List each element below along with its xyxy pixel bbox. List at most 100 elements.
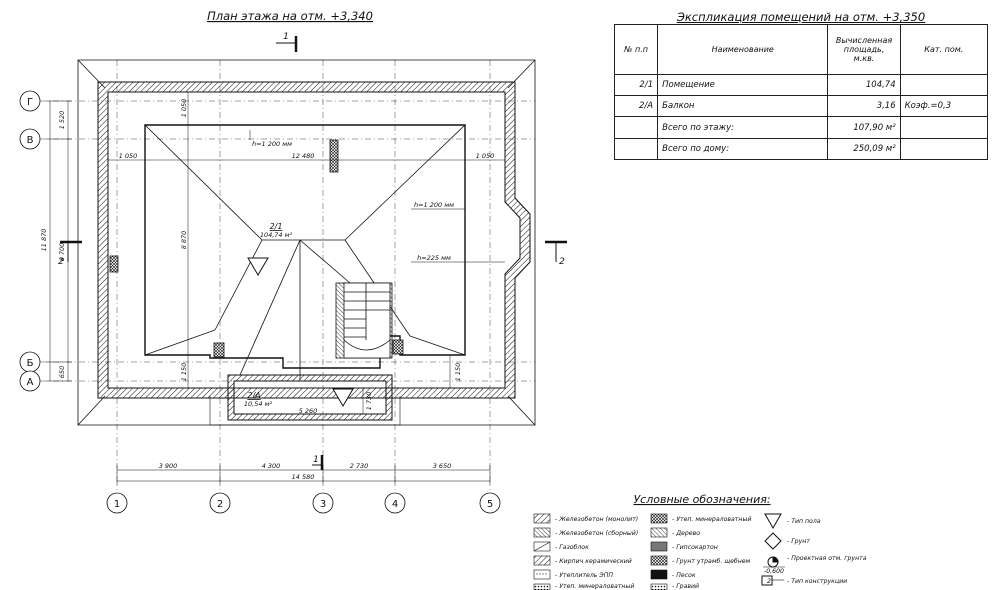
legend: Условные обозначения: - Железобетон (мон… xyxy=(533,493,867,590)
legend-title: Условные обозначения: xyxy=(633,493,770,506)
room-balcony-id: 2/А xyxy=(247,391,260,400)
dim-left-8700: 8 700 xyxy=(58,243,66,262)
table-row: Всего по этажу: 107,90 м² xyxy=(613,116,989,139)
section-mark-1-bottom: 1 xyxy=(313,455,319,465)
cell-cat xyxy=(899,73,989,97)
explication-header-cat: Кат. пом. xyxy=(899,24,989,75)
legend-c2-0: - Утеп. минераловатный xyxy=(672,516,751,523)
room-main-id: 2/1 xyxy=(270,222,283,231)
ridge-lines xyxy=(144,124,466,380)
dim-8870: 8 870 xyxy=(180,231,188,250)
vent-blocks xyxy=(109,139,404,358)
roof-outline xyxy=(77,59,536,426)
axis-label-a: А xyxy=(27,377,34,388)
cell-name: Помещение xyxy=(657,73,829,97)
dim-12480: 12 480 xyxy=(292,152,315,160)
cell-area: 3,16 xyxy=(827,95,901,118)
ground-icon xyxy=(764,532,782,550)
plan-title: План этажа на отм. +3,340 xyxy=(207,9,373,23)
cell-area: 104,74 xyxy=(827,73,901,97)
legend-col3-symbols xyxy=(761,513,785,586)
legend-col2-swatches xyxy=(650,513,668,590)
legend-c3-1: - Грунт xyxy=(787,538,810,545)
cell-num xyxy=(613,137,659,161)
interior-dim-labels: 1 050 12 480 1 050 1 050 8 870 1 150 1 1… xyxy=(119,99,495,415)
axis-label-5: 5 xyxy=(487,499,493,510)
table-row: 2/А Балкон 3,16 Коэф.=0,3 xyxy=(613,95,989,118)
floor-type-markers xyxy=(247,257,354,407)
dim-1050v: 1 050 xyxy=(180,99,188,118)
cell-name: Балкон xyxy=(657,95,829,118)
cell-name: Всего по этажу: xyxy=(657,116,829,139)
legend-c2-4: - Песок xyxy=(672,572,696,579)
legend-c2-5: - Гравий xyxy=(672,583,699,590)
dim-h225: h=225 мм xyxy=(417,254,451,262)
axis-label-1: 1 xyxy=(114,499,120,510)
legend-c3-3: - Тип конструкции xyxy=(787,578,847,585)
bottom-dim-labels: 3 900 4 300 2 730 3 650 14 580 xyxy=(159,462,452,481)
axis-label-v: В xyxy=(27,135,34,146)
axis-label-4: 4 xyxy=(392,499,398,510)
explication-title: Экспликация помещений на отм. +3,350 xyxy=(676,10,926,24)
legend-c2-3: - Грунт утрамб. щебнем xyxy=(672,557,751,565)
explication-header-row: № п.п Наименование Вычисленная площадь, … xyxy=(613,24,989,75)
legend-c1-1: - Железобетон (сборный) xyxy=(555,529,638,537)
explication-header-num: № п.п xyxy=(613,24,659,75)
dim-1050b: 1 050 xyxy=(476,152,495,160)
cell-num: 2/А xyxy=(613,95,659,118)
attic-outline xyxy=(144,124,466,369)
axis-label-2: 2 xyxy=(217,499,223,510)
floor-type-icon xyxy=(764,513,782,530)
dim-left-11870: 11 870 xyxy=(40,229,48,252)
axis-label-3: 3 xyxy=(320,499,326,510)
legend-c1-4: - Утеплитель ЭПП xyxy=(555,572,613,579)
legend-c3-0: - Тип пола xyxy=(787,518,821,525)
cell-num: 2/1 xyxy=(613,73,659,97)
cell-cat xyxy=(899,116,989,139)
cell-area: 250,09 м² xyxy=(827,137,901,161)
legend-c1-5: - Утеп. минераловатный xyxy=(555,583,634,590)
section-mark-1-top: 1 xyxy=(283,32,289,42)
dim-h1200b: h=1 200 мм xyxy=(414,201,454,209)
explication-header-area: Вычисленная площадь, м.кв. xyxy=(827,24,901,75)
dim-1730: 1 730 xyxy=(365,392,373,411)
section-marks xyxy=(60,36,567,470)
axis-bubbles-horizontal xyxy=(106,492,501,514)
dim-1050a: 1 050 xyxy=(119,152,138,160)
cell-cat: Коэф.=0,3 xyxy=(899,95,989,118)
dim-left-1520: 1 520 xyxy=(58,111,66,130)
dim-left-650: 650 xyxy=(58,366,66,378)
table-row: Всего по дому: 250,09 м² xyxy=(613,137,989,161)
staircase xyxy=(335,282,393,359)
axis-label-b: Б xyxy=(27,358,34,369)
axis-label-g: Г xyxy=(27,97,33,108)
section-mark-2-left: 2 xyxy=(58,257,64,267)
explication-header-name: Наименование xyxy=(657,24,829,75)
dim-1150a: 1 150 xyxy=(180,363,188,382)
legend-c2-2: - Гипсокартон xyxy=(672,544,718,551)
room-labels: 2/1 104,74 м² 2/А 10,54 м² xyxy=(244,222,293,408)
legend-c1-3: - Кирпич керамический xyxy=(555,558,632,565)
room-balcony-area: 10,54 м² xyxy=(244,400,273,408)
section-mark-2-right: 2 xyxy=(559,257,565,267)
bottom-dim-4: 3 650 xyxy=(433,462,452,470)
room-main-area: 104,74 м² xyxy=(260,231,293,239)
legend-col1-swatches xyxy=(533,513,551,590)
dim-1150b: 1 150 xyxy=(454,363,462,382)
legend-c1-2: - Газоблок xyxy=(555,543,589,551)
bottom-dim-3: 2 730 xyxy=(350,462,369,470)
bottom-dim-2: 4 300 xyxy=(262,462,281,470)
cell-cat xyxy=(899,137,989,161)
legend-mark-type: 2 xyxy=(767,578,771,585)
dim-5260: 5 260 xyxy=(299,407,318,415)
dim-h1200a: h=1 200 мм xyxy=(252,140,292,148)
legend-c3-2: - Проектная отм. грунта xyxy=(787,555,867,562)
bottom-dims xyxy=(116,465,491,485)
legend-c2-1: - Дерево xyxy=(672,530,700,537)
cell-area: 107,90 м² xyxy=(827,116,901,139)
cell-num xyxy=(613,116,659,139)
table-row: 2/1 Помещение 104,74 xyxy=(613,73,989,97)
axis-bubbles-vertical xyxy=(19,90,41,392)
legend-c1-0: - Железобетон (монолит) xyxy=(555,515,638,523)
